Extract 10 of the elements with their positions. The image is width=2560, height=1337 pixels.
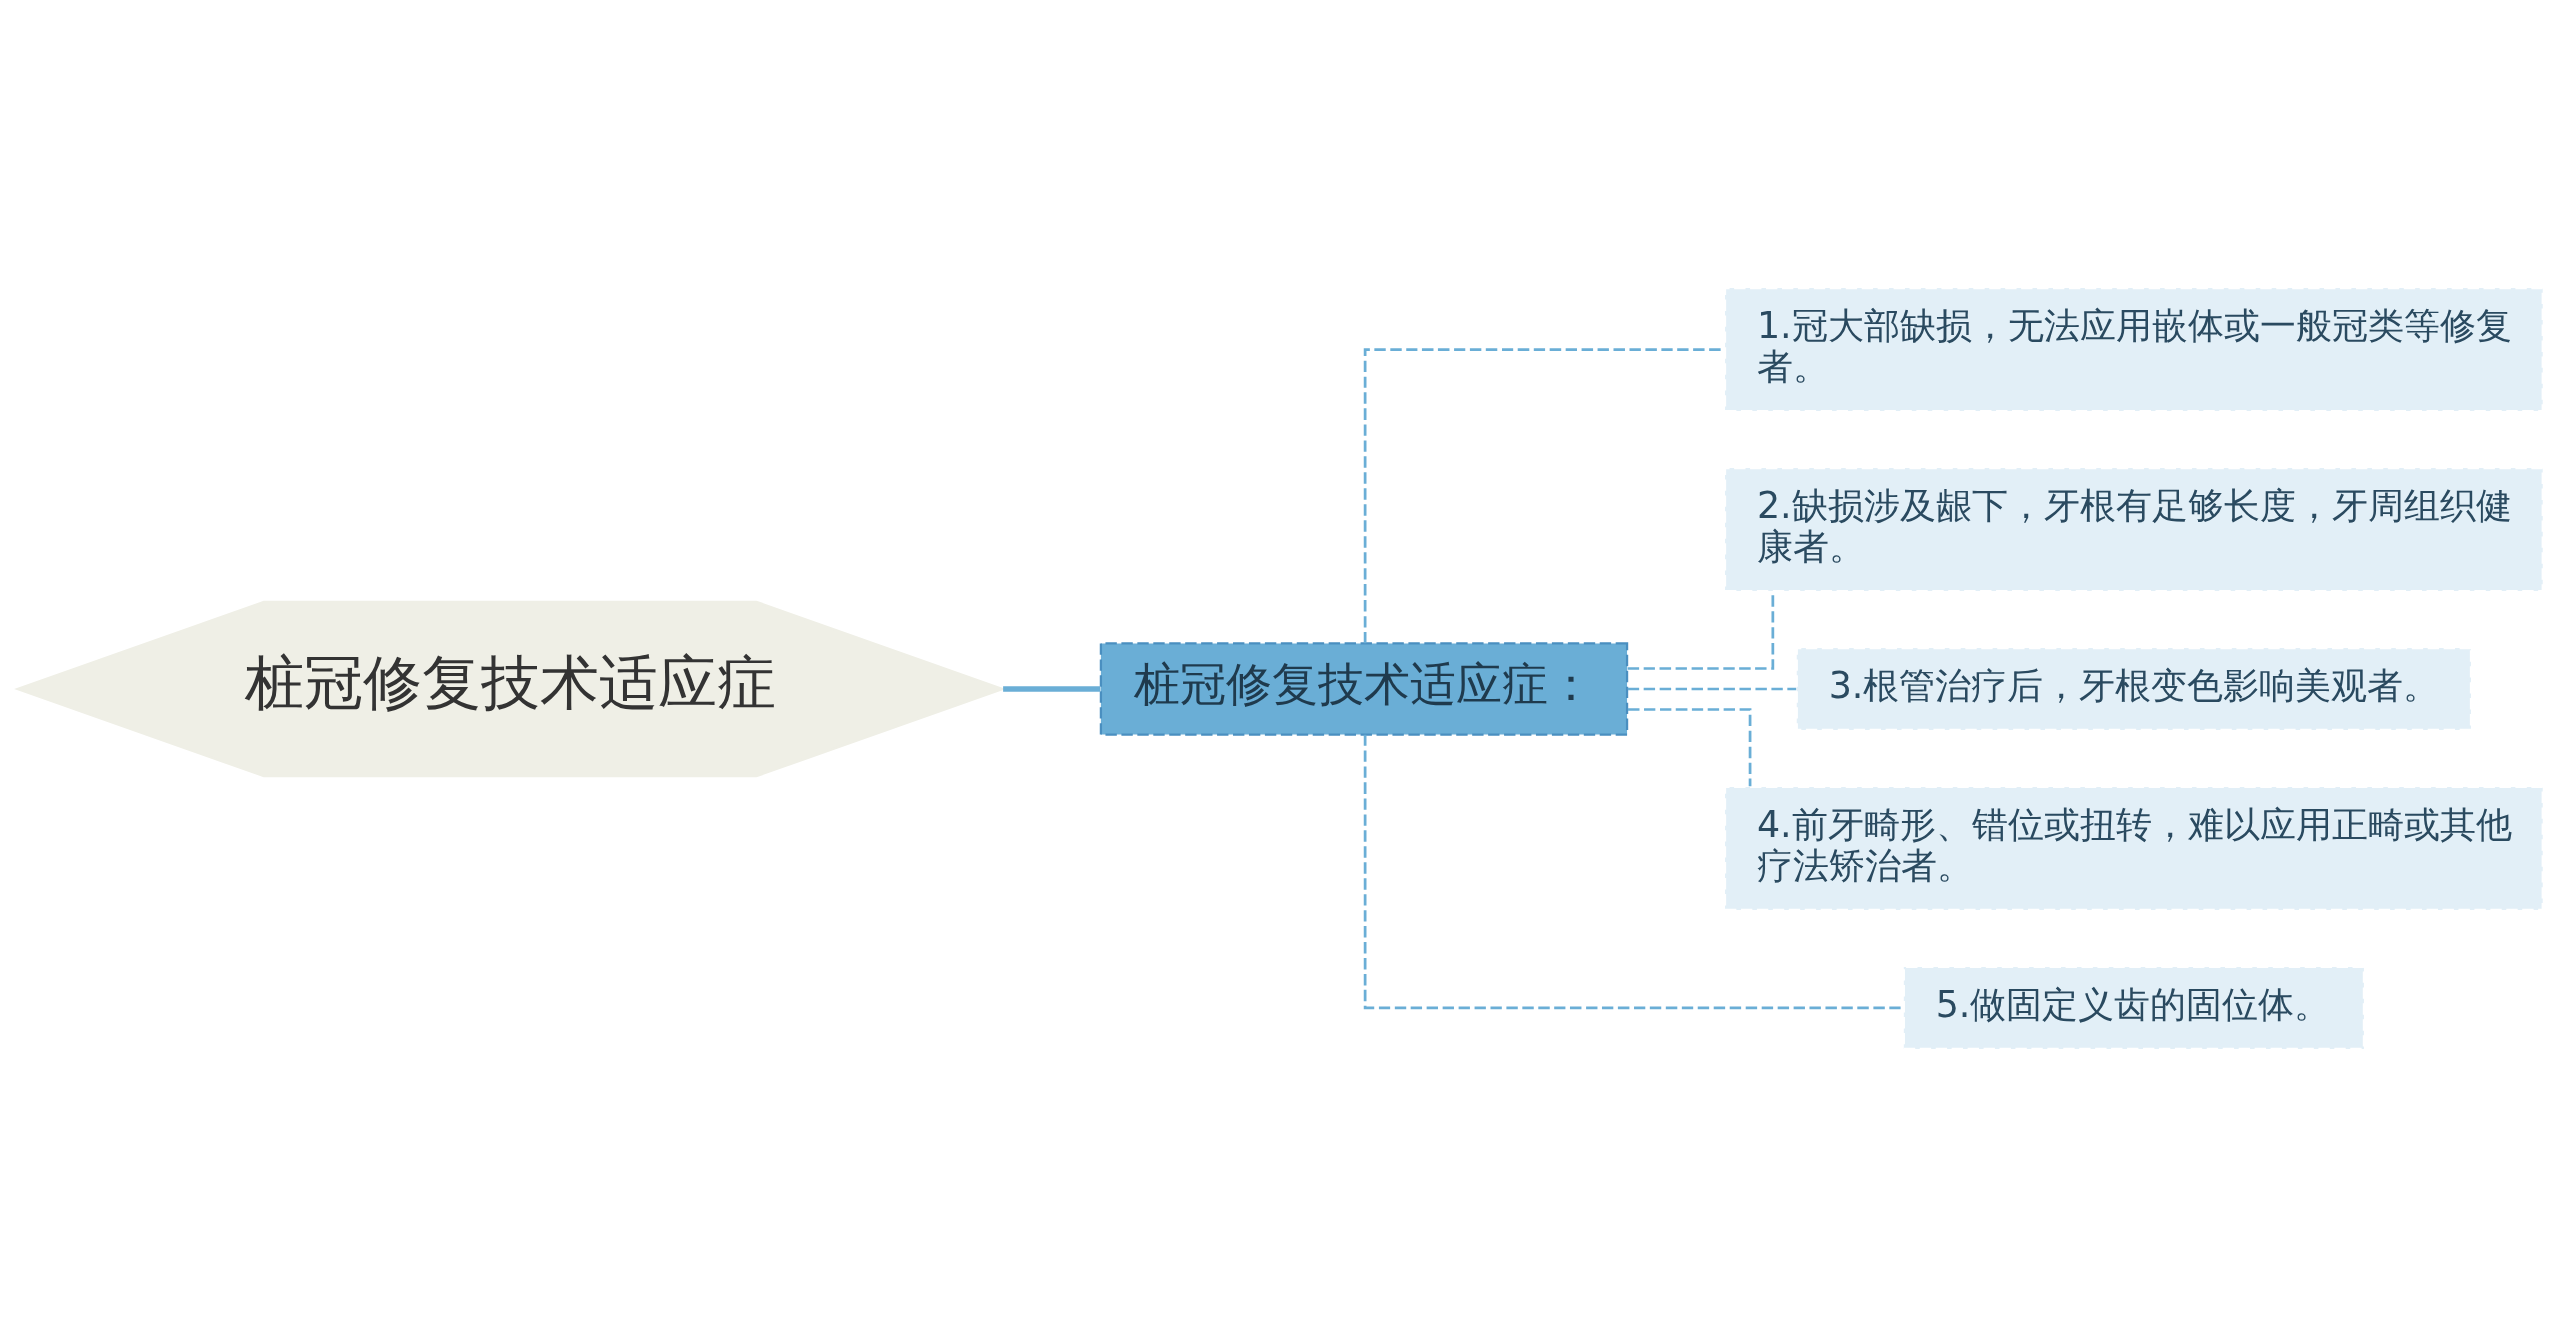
connector (1627, 708, 1752, 787)
node-box: 桩冠修复技术适应症： (1099, 642, 1629, 736)
node-box: 2.缺损涉及龈下，牙根有足够长度，牙周组织健康者。 (1723, 466, 2544, 593)
node-box: 5.做固定义齿的固位体。 (1902, 965, 2366, 1051)
connector (1003, 686, 1101, 692)
node-box: 3.根管治疗后，牙根变色影响美观者。 (1795, 646, 2473, 732)
node-box: 1.冠大部缺损，无法应用嵌体或一般冠类等修复者。 (1723, 286, 2544, 413)
node-box: 4.前牙畸形、错位或扭转，难以应用正畸或其他疗法矫治者。 (1723, 785, 2544, 912)
connector (1363, 734, 1904, 1010)
connector (1627, 687, 1797, 691)
